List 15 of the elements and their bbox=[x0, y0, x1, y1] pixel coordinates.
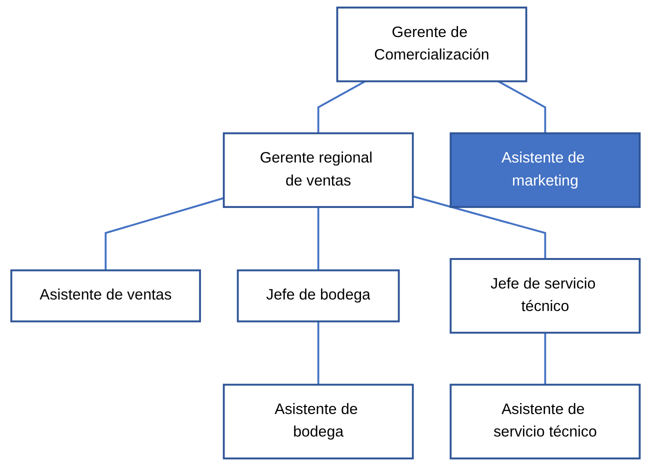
node-box: Asistente de ventas bbox=[10, 269, 201, 322]
connector bbox=[104, 197, 224, 270]
node-box: Asistente de servicio técnico bbox=[450, 384, 641, 460]
connector bbox=[317, 207, 320, 270]
node-box: Jefe de servicio técnico bbox=[450, 258, 641, 334]
node-box: Gerente de Comercialización bbox=[336, 6, 528, 82]
node-box: Asistente de bodega bbox=[222, 384, 414, 460]
node-box: Gerente regional de ventas bbox=[222, 132, 414, 208]
connector bbox=[412, 195, 546, 259]
connector bbox=[317, 321, 320, 385]
node-box: Jefe de bodega bbox=[236, 269, 400, 322]
connector bbox=[544, 332, 546, 385]
connector bbox=[498, 80, 546, 134]
connector bbox=[317, 80, 366, 134]
node-box: Asistente de marketing bbox=[450, 132, 641, 208]
